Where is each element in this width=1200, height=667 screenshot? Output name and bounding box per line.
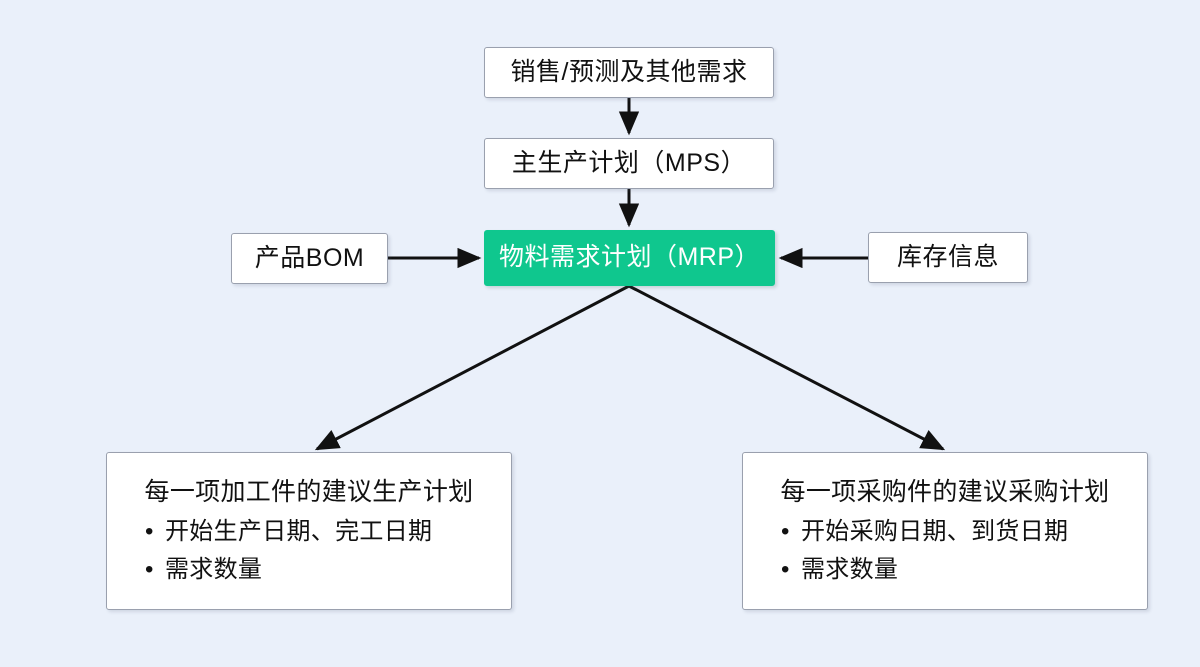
bullet-icon: • bbox=[781, 556, 790, 584]
node-suggested-production-plan-bullet-list: • 开始生产日期、完工日期 • 需求数量 bbox=[127, 513, 491, 590]
list-item: • 开始采购日期、到货日期 bbox=[781, 513, 1127, 551]
node-sales-forecast-demand-label: 销售/预测及其他需求 bbox=[510, 57, 748, 86]
node-inventory-information-label: 库存信息 bbox=[896, 242, 999, 271]
node-master-production-schedule[interactable]: 主生产计划（MPS） bbox=[484, 138, 774, 189]
node-suggested-production-plan[interactable]: 每一项加工件的建议生产计划 • 开始生产日期、完工日期 • 需求数量 bbox=[106, 452, 512, 610]
bullet-icon: • bbox=[145, 556, 154, 584]
node-suggested-purchase-plan-heading: 每一项采购件的建议采购计划 bbox=[780, 478, 1110, 506]
bullet-icon: • bbox=[781, 518, 790, 545]
bullet-icon: • bbox=[145, 518, 154, 545]
node-suggested-purchase-plan[interactable]: 每一项采购件的建议采购计划 • 开始采购日期、到货日期 • 需求数量 bbox=[742, 452, 1148, 610]
list-item-label: 开始采购日期、到货日期 bbox=[801, 518, 1069, 545]
list-item: • 需求数量 bbox=[145, 551, 491, 589]
node-master-production-schedule-label: 主生产计划（MPS） bbox=[511, 148, 747, 177]
list-item-label: 需求数量 bbox=[801, 556, 899, 584]
node-suggested-production-plan-heading: 每一项加工件的建议生产计划 bbox=[144, 478, 474, 506]
list-item-label: 需求数量 bbox=[165, 556, 263, 584]
node-product-bom[interactable]: 产品BOM bbox=[231, 233, 388, 284]
list-item: • 需求数量 bbox=[781, 551, 1127, 589]
edge-mrp-to-production-plan bbox=[314, 284, 630, 451]
node-sales-forecast-demand[interactable]: 销售/预测及其他需求 bbox=[484, 47, 774, 98]
list-item: • 开始生产日期、完工日期 bbox=[145, 513, 491, 551]
list-item-label: 开始生产日期、完工日期 bbox=[165, 518, 433, 545]
node-material-requirements-planning-label: 物料需求计划（MRP） bbox=[498, 243, 761, 272]
node-inventory-information[interactable]: 库存信息 bbox=[868, 232, 1028, 283]
node-material-requirements-planning[interactable]: 物料需求计划（MRP） bbox=[484, 230, 775, 286]
node-suggested-purchase-plan-bullet-list: • 开始采购日期、到货日期 • 需求数量 bbox=[763, 513, 1127, 590]
edge-mrp-to-purchase-plan bbox=[628, 284, 946, 451]
node-product-bom-label: 产品BOM bbox=[254, 243, 365, 272]
